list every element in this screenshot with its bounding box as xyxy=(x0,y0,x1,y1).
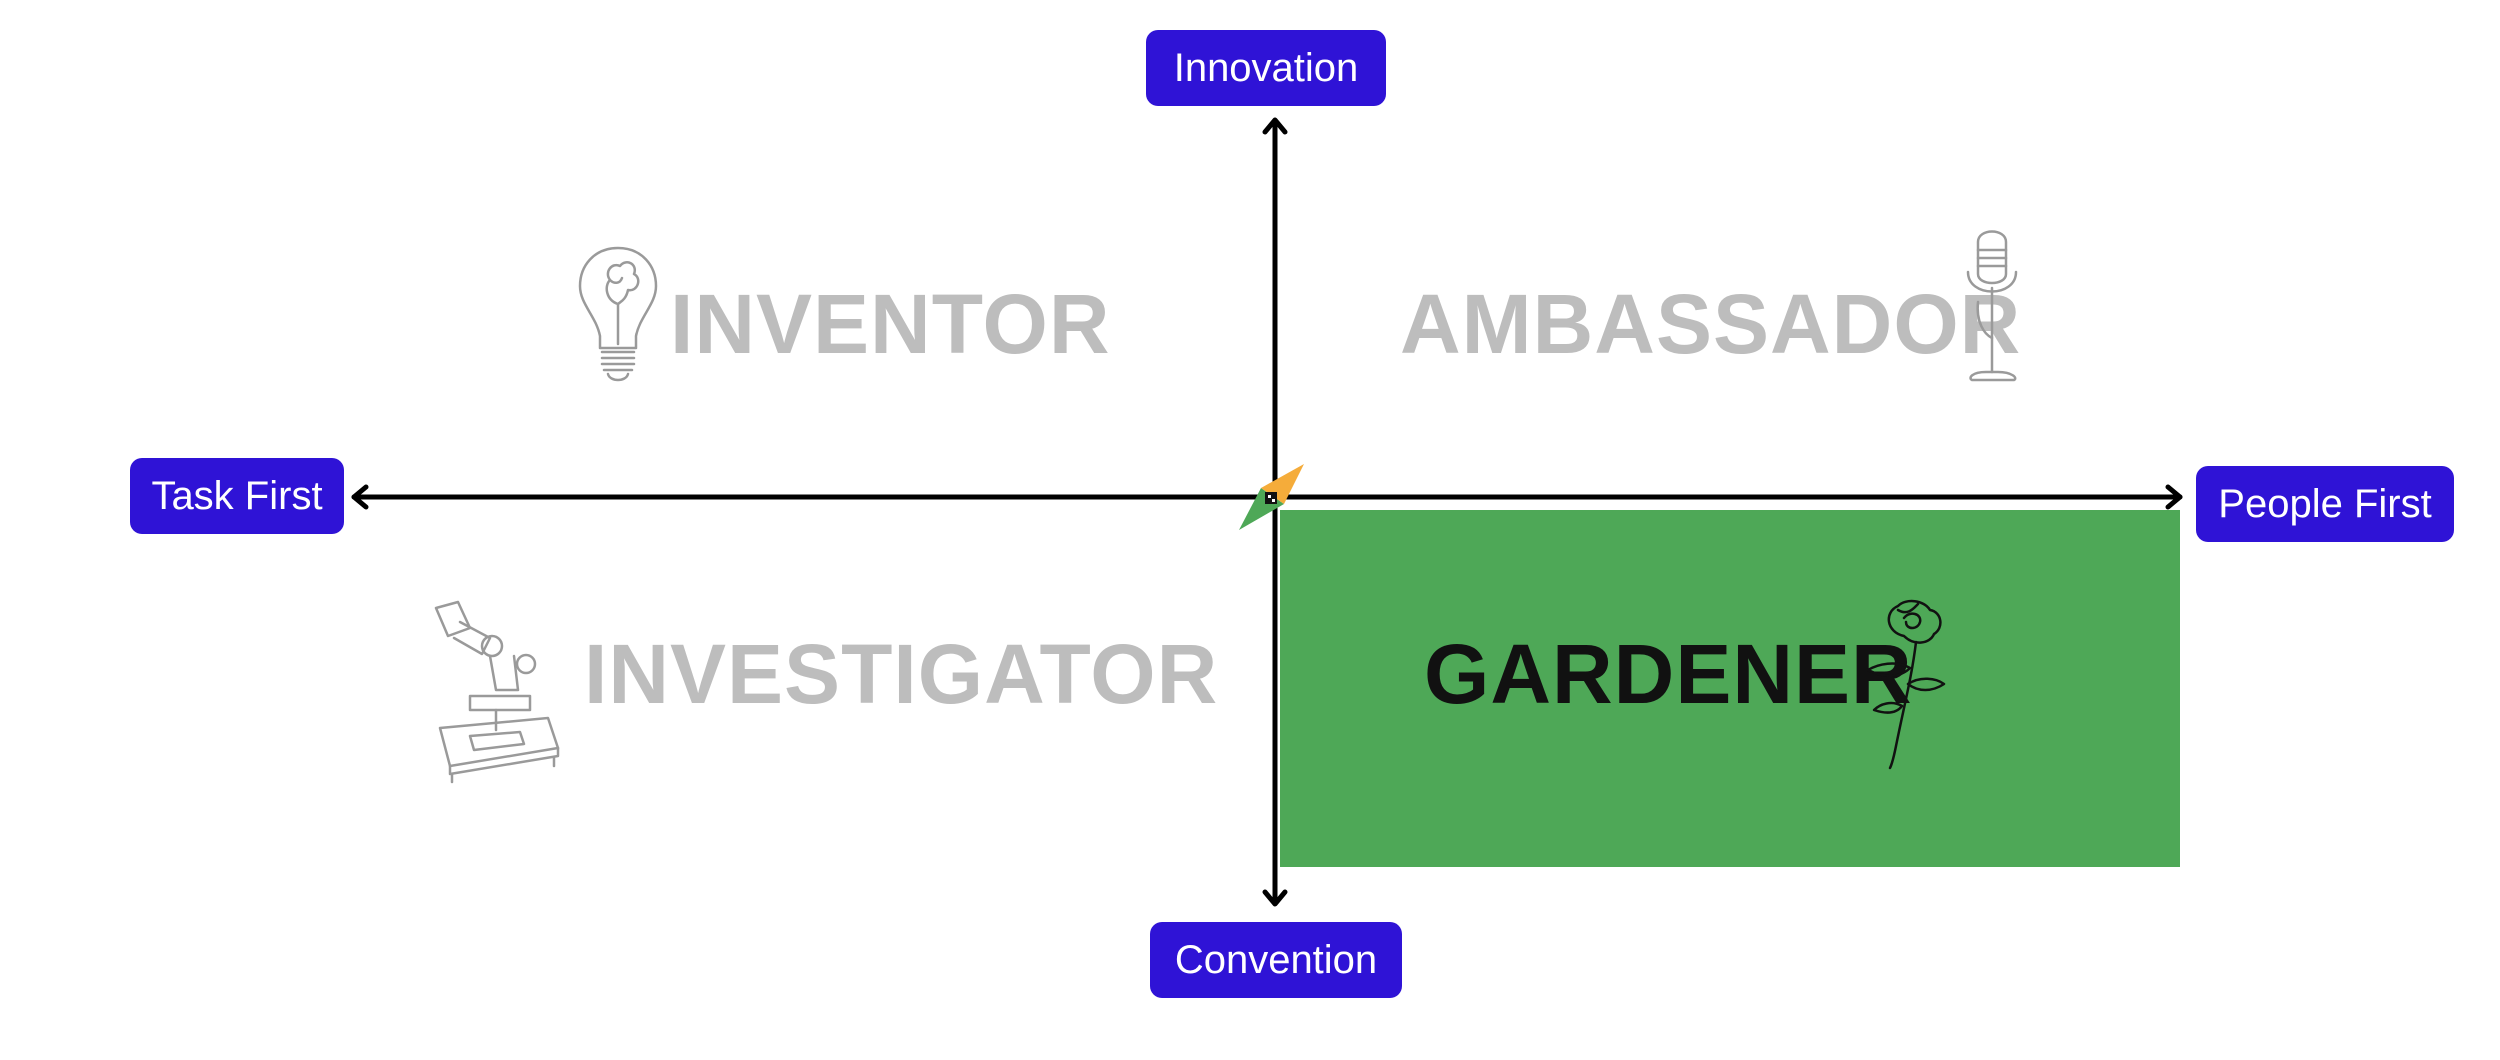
quadrant-label-ambassador: AMBASSADOR xyxy=(1400,277,2022,371)
axis-label-task-first: Task First xyxy=(130,458,344,534)
arrow-left-icon xyxy=(351,484,369,510)
axis-label-people-first: People First xyxy=(2196,466,2454,542)
gardener-highlight xyxy=(1280,510,2180,867)
axis-label-innovation: Innovation xyxy=(1146,30,1386,106)
center-marker-icon xyxy=(1239,464,1304,530)
axis-label-convention: Convention xyxy=(1150,922,1402,998)
rose-icon xyxy=(1866,599,1946,770)
microscope-icon xyxy=(434,600,560,784)
lightbulb-icon xyxy=(578,246,658,382)
quadrant-label-inventor: INVENTOR xyxy=(670,277,1111,371)
arrow-down-icon xyxy=(1262,889,1288,907)
arrow-up-icon xyxy=(1262,117,1288,135)
quadrant-label-investigator: INVESTIGATOR xyxy=(584,627,1219,721)
microphone-icon xyxy=(1966,230,2018,382)
arrow-right-icon xyxy=(2165,484,2183,510)
quadrant-label-gardener: GARDENER xyxy=(1424,627,1913,721)
